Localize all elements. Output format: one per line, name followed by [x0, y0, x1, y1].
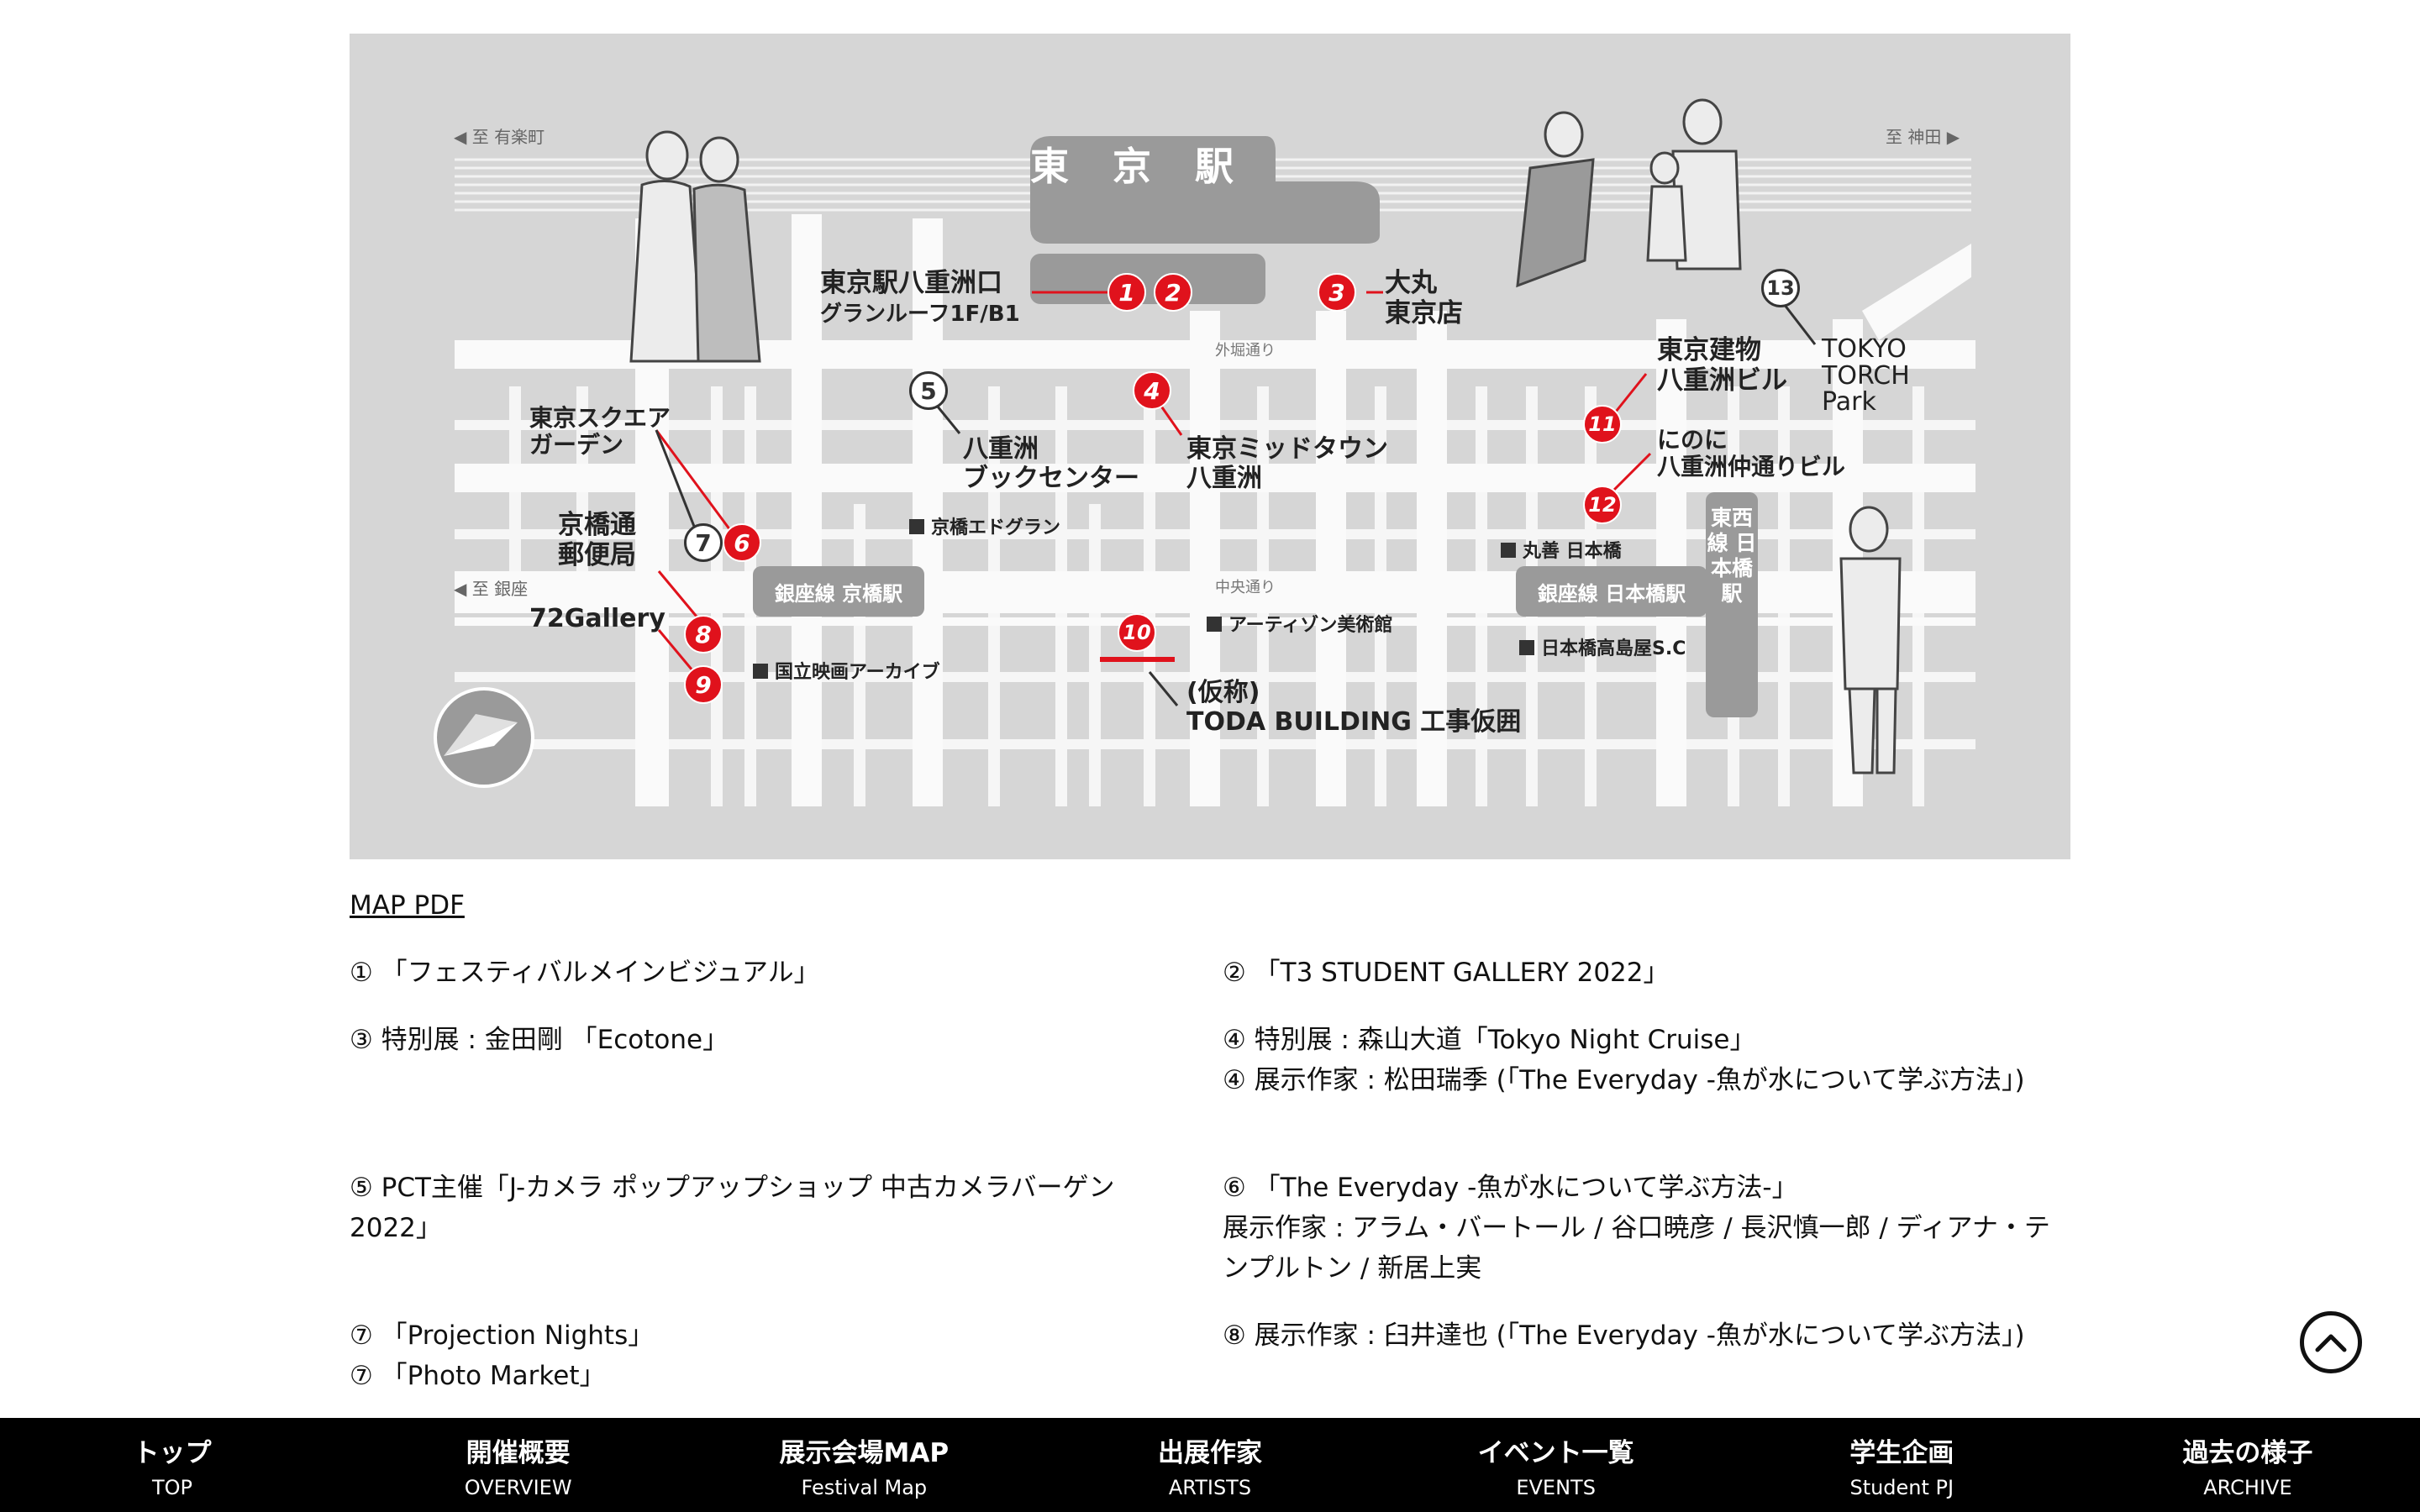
label-artizon: アーティゾン美術館 [1207, 615, 1392, 636]
ginza-line-nihonbashi: 銀座線 日本橋駅 [1516, 566, 1707, 617]
map-pin-5[interactable]: 5 [909, 371, 948, 410]
building-marker-icon [1207, 617, 1222, 632]
map-pdf-link[interactable]: MAP PDF [350, 890, 465, 921]
map-pin-13[interactable]: 13 [1761, 269, 1800, 307]
entry-text: ④ 展示作家 : 松田瑞季 (「The Everyday -魚が水について学ぶ方… [1223, 1065, 2025, 1095]
entry-text: ① 「フェスティバルメインビジュアル」 [350, 958, 820, 988]
entry-text: ② 「T3 STUDENT GALLERY 2022」 [1223, 958, 1670, 988]
venue-entry-1: ① 「フェスティバルメインビジュアル」 [350, 953, 1156, 993]
label-kyobashi-post: 京橋通 郵便局 [558, 510, 636, 570]
artizon-text: アーティゾン美術館 [1228, 615, 1393, 636]
venue-entry-5: ⑤ PCT主催「J-カメラ ポップアップショップ 中古カメラバーゲン 2022」 [350, 1168, 1156, 1248]
map-pin-6[interactable]: 6 [723, 523, 761, 562]
label-nino-building: にのに 八重洲仲通りビル [1657, 426, 1846, 481]
compass-icon [434, 687, 534, 788]
nav-archive-sublabel: ARCHIVE [2203, 1475, 2292, 1499]
venue-entry-7: ⑦ 「Projection Nights」 ⑦ 「Photo Market」 [350, 1315, 1156, 1396]
map-pin-11[interactable]: 11 [1583, 405, 1622, 444]
nav-festival-map[interactable]: 展示会場MAP Festival Map [780, 1418, 950, 1512]
label-book-center: 八重洲 ブックセンター [963, 434, 1139, 493]
venue-entry-3: ③ 特別展 : 金田剛 「Ecotone」 [350, 1020, 1156, 1060]
building-marker-icon [753, 664, 768, 679]
nav-top[interactable]: トップ TOP [108, 1418, 237, 1512]
archive-text: 国立映画アーカイブ [775, 662, 940, 683]
label-tokyo-tatemono: 東京建物 八重洲ビル [1657, 335, 1787, 396]
map-pin-3[interactable]: 3 [1318, 273, 1356, 312]
nav-overview-label: 開催概要 [466, 1437, 571, 1468]
nav-student-pj-label: 学生企画 [1849, 1437, 1954, 1468]
back-to-top-button[interactable] [2300, 1311, 2362, 1373]
label-square-garden: 東京スクエア ガーデン [529, 404, 671, 459]
venue-entry-4: ④ 特別展 : 森山大道「Tokyo Night Cruise」 ④ 展示作家 … [1223, 1020, 2063, 1100]
nav-events-label: イベント一覧 [1477, 1437, 1634, 1468]
label-yaesu-gate: 東京駅八重洲口 [820, 268, 1002, 298]
footer-nav: トップ TOP 開催概要 OVERVIEW 展示会場MAP Festival M… [0, 1418, 2420, 1512]
entry-text: ⑦ 「Photo Market」 [350, 1361, 606, 1391]
venue-entry-6: ⑥ 「The Everyday -魚が水について学ぶ方法-」 展示作家 : アラ… [1223, 1168, 2063, 1289]
entry-text: ⑥ 「The Everyday -魚が水について学ぶ方法-」 [1223, 1173, 1798, 1203]
map-pin-4[interactable]: 4 [1133, 371, 1171, 410]
map-pin-1[interactable]: 1 [1107, 273, 1146, 312]
venue-map: ◀ 至 有楽町 至 神田 ▶ ◀ 至 銀座 東 京 駅 外堀通り 中央通り 東京… [350, 34, 2070, 859]
entry-text: ⑧ 展示作家 : 臼井達也 (「The Everyday -魚が水について学ぶ方… [1223, 1320, 2025, 1351]
nav-student-pj-sublabel: Student PJ [1849, 1475, 1954, 1499]
building-marker-icon [1519, 640, 1534, 655]
map-pin-12[interactable]: 12 [1583, 486, 1622, 524]
nav-festival-map-sublabel: Festival Map [801, 1475, 928, 1499]
entry-text: ⑦ 「Projection Nights」 [350, 1320, 655, 1351]
nav-top-label: トップ [133, 1437, 212, 1468]
nav-artists-sublabel: ARTISTS [1168, 1475, 1252, 1499]
ginza-line-kyobashi: 銀座線 京橋駅 [753, 566, 924, 617]
nav-top-sublabel: TOP [151, 1475, 193, 1499]
label-toda-building: (仮称) TODA BUILDING 工事仮囲 [1186, 678, 1522, 737]
chevron-up-icon [2315, 1334, 2347, 1352]
label-takashimaya: 日本橋高島屋S.C [1519, 638, 1686, 659]
nav-student-pj[interactable]: 学生企画 Student PJ [1837, 1418, 1966, 1512]
entry-text: ⑤ PCT主催「J-カメラ ポップアップショップ 中古カメラバーゲン 2022」 [350, 1173, 1115, 1243]
building-marker-icon [1501, 543, 1516, 558]
map-pin-2[interactable]: 2 [1154, 273, 1192, 312]
direction-ginza: ◀ 至 銀座 [454, 579, 529, 599]
label-daimaru: 大丸 東京店 [1385, 268, 1463, 328]
takashimaya-text: 日本橋高島屋S.C [1541, 638, 1686, 659]
label-film-archive: 国立映画アーカイブ [753, 662, 940, 683]
venue-entry-2: ② 「T3 STUDENT GALLERY 2022」 [1223, 953, 2063, 993]
edogrand-text: 京橋エドグラン [931, 517, 1061, 538]
nav-events[interactable]: イベント一覧 EVENTS [1478, 1418, 1634, 1512]
entry-text: ③ 特別展 : 金田剛 「Ecotone」 [350, 1025, 729, 1055]
street-chuo: 中央通り [1215, 579, 1276, 596]
map-graphic [434, 98, 1975, 806]
building-marker-icon [909, 519, 924, 534]
label-granroof: グランルーフ1F/B1 [820, 302, 1020, 327]
nav-artists[interactable]: 出展作家 ARTISTS [1145, 1418, 1275, 1512]
label-72gallery: 72Gallery [529, 604, 666, 633]
map-pin-7[interactable]: 7 [684, 523, 723, 562]
venue-entry-8: ⑧ 展示作家 : 臼井達也 (「The Everyday -魚が水について学ぶ方… [1223, 1315, 2063, 1356]
maruzen-text: 丸善 日本橋 [1523, 541, 1622, 562]
tozai-line-nihonbashi: 東西線 日本橋駅 [1706, 492, 1758, 717]
label-maruzen: 丸善 日本橋 [1501, 541, 1622, 562]
map-pin-8[interactable]: 8 [684, 615, 723, 654]
label-torch-park: TOKYO TORCH Park [1822, 334, 1910, 417]
label-midtown: 東京ミッドタウン 八重洲 [1186, 434, 1388, 493]
direction-kanda: 至 神田 ▶ [1886, 127, 1960, 147]
nav-festival-map-label: 展示会場MAP [779, 1437, 950, 1468]
map-pin-9[interactable]: 9 [684, 665, 723, 704]
nav-archive-label: 過去の様子 [2182, 1437, 2313, 1468]
nav-events-sublabel: EVENTS [1516, 1475, 1596, 1499]
label-edogrand: 京橋エドグラン [909, 517, 1060, 538]
entry-text: ④ 特別展 : 森山大道「Tokyo Night Cruise」 [1223, 1025, 1756, 1055]
nav-overview-sublabel: OVERVIEW [464, 1475, 572, 1499]
nav-archive[interactable]: 過去の様子 ARCHIVE [2182, 1418, 2313, 1512]
nav-artists-label: 出展作家 [1157, 1437, 1262, 1468]
street-sotobori: 外堀通り [1215, 342, 1276, 360]
direction-yurakucho: ◀ 至 有楽町 [454, 127, 545, 147]
tokyo-station-label: 東 京 駅 [1030, 144, 1249, 189]
nav-overview[interactable]: 開催概要 OVERVIEW [454, 1418, 583, 1512]
map-pin-10[interactable]: 10 [1118, 613, 1156, 652]
entry-text: 展示作家 : アラム・バートール / 谷口暁彦 / 長沢慎一郎 / ディアナ・テ… [1223, 1213, 2050, 1284]
